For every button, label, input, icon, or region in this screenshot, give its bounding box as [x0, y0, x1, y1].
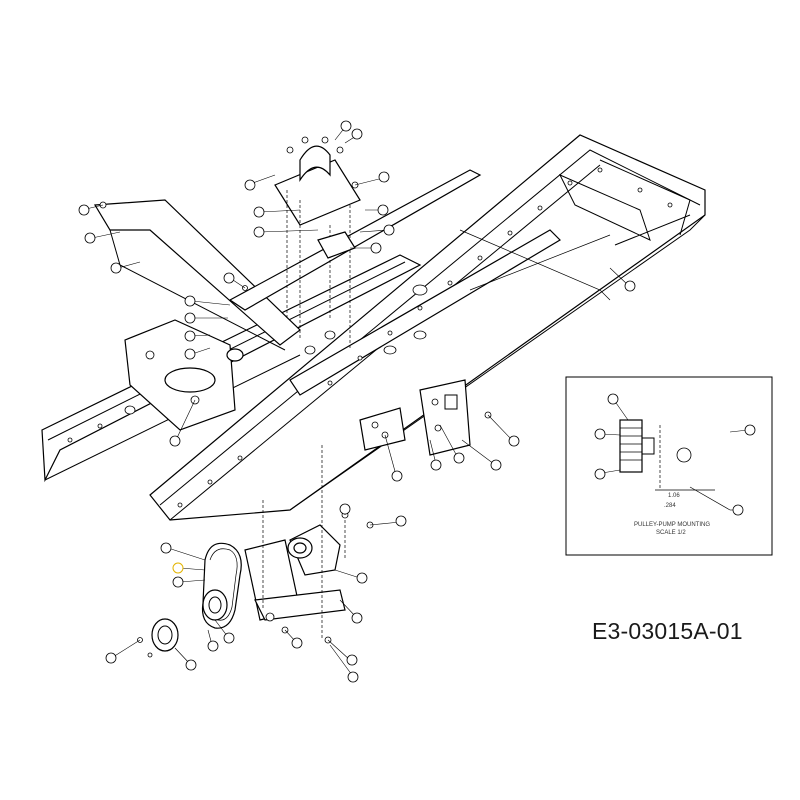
axle-pivot-bracket — [124, 319, 244, 431]
frame-rear-channel — [459, 159, 691, 301]
inset-dimension-1: 1.06 — [668, 493, 680, 499]
inset-dimension-2: .284 — [664, 503, 676, 509]
inset-title-line2: SCALE 1/2 — [656, 530, 686, 536]
inset-title-line1: PULLEY-PUMP MOUNTING — [634, 522, 710, 528]
drive-belt-pulley — [137, 542, 242, 658]
frame-cross-members — [93, 169, 561, 396]
inset-detail-box: 1.06 .284 PULLEY-PUMP MOUNTING SCALE 1/2 — [565, 376, 773, 556]
diagram-code-label: E3-03015A-01 — [592, 618, 743, 644]
callout-bubbles — [78, 120, 636, 683]
center-bracket — [359, 407, 406, 451]
hitch-bracket-right — [419, 379, 471, 456]
hydraulic-pump-assembly — [244, 445, 346, 640]
